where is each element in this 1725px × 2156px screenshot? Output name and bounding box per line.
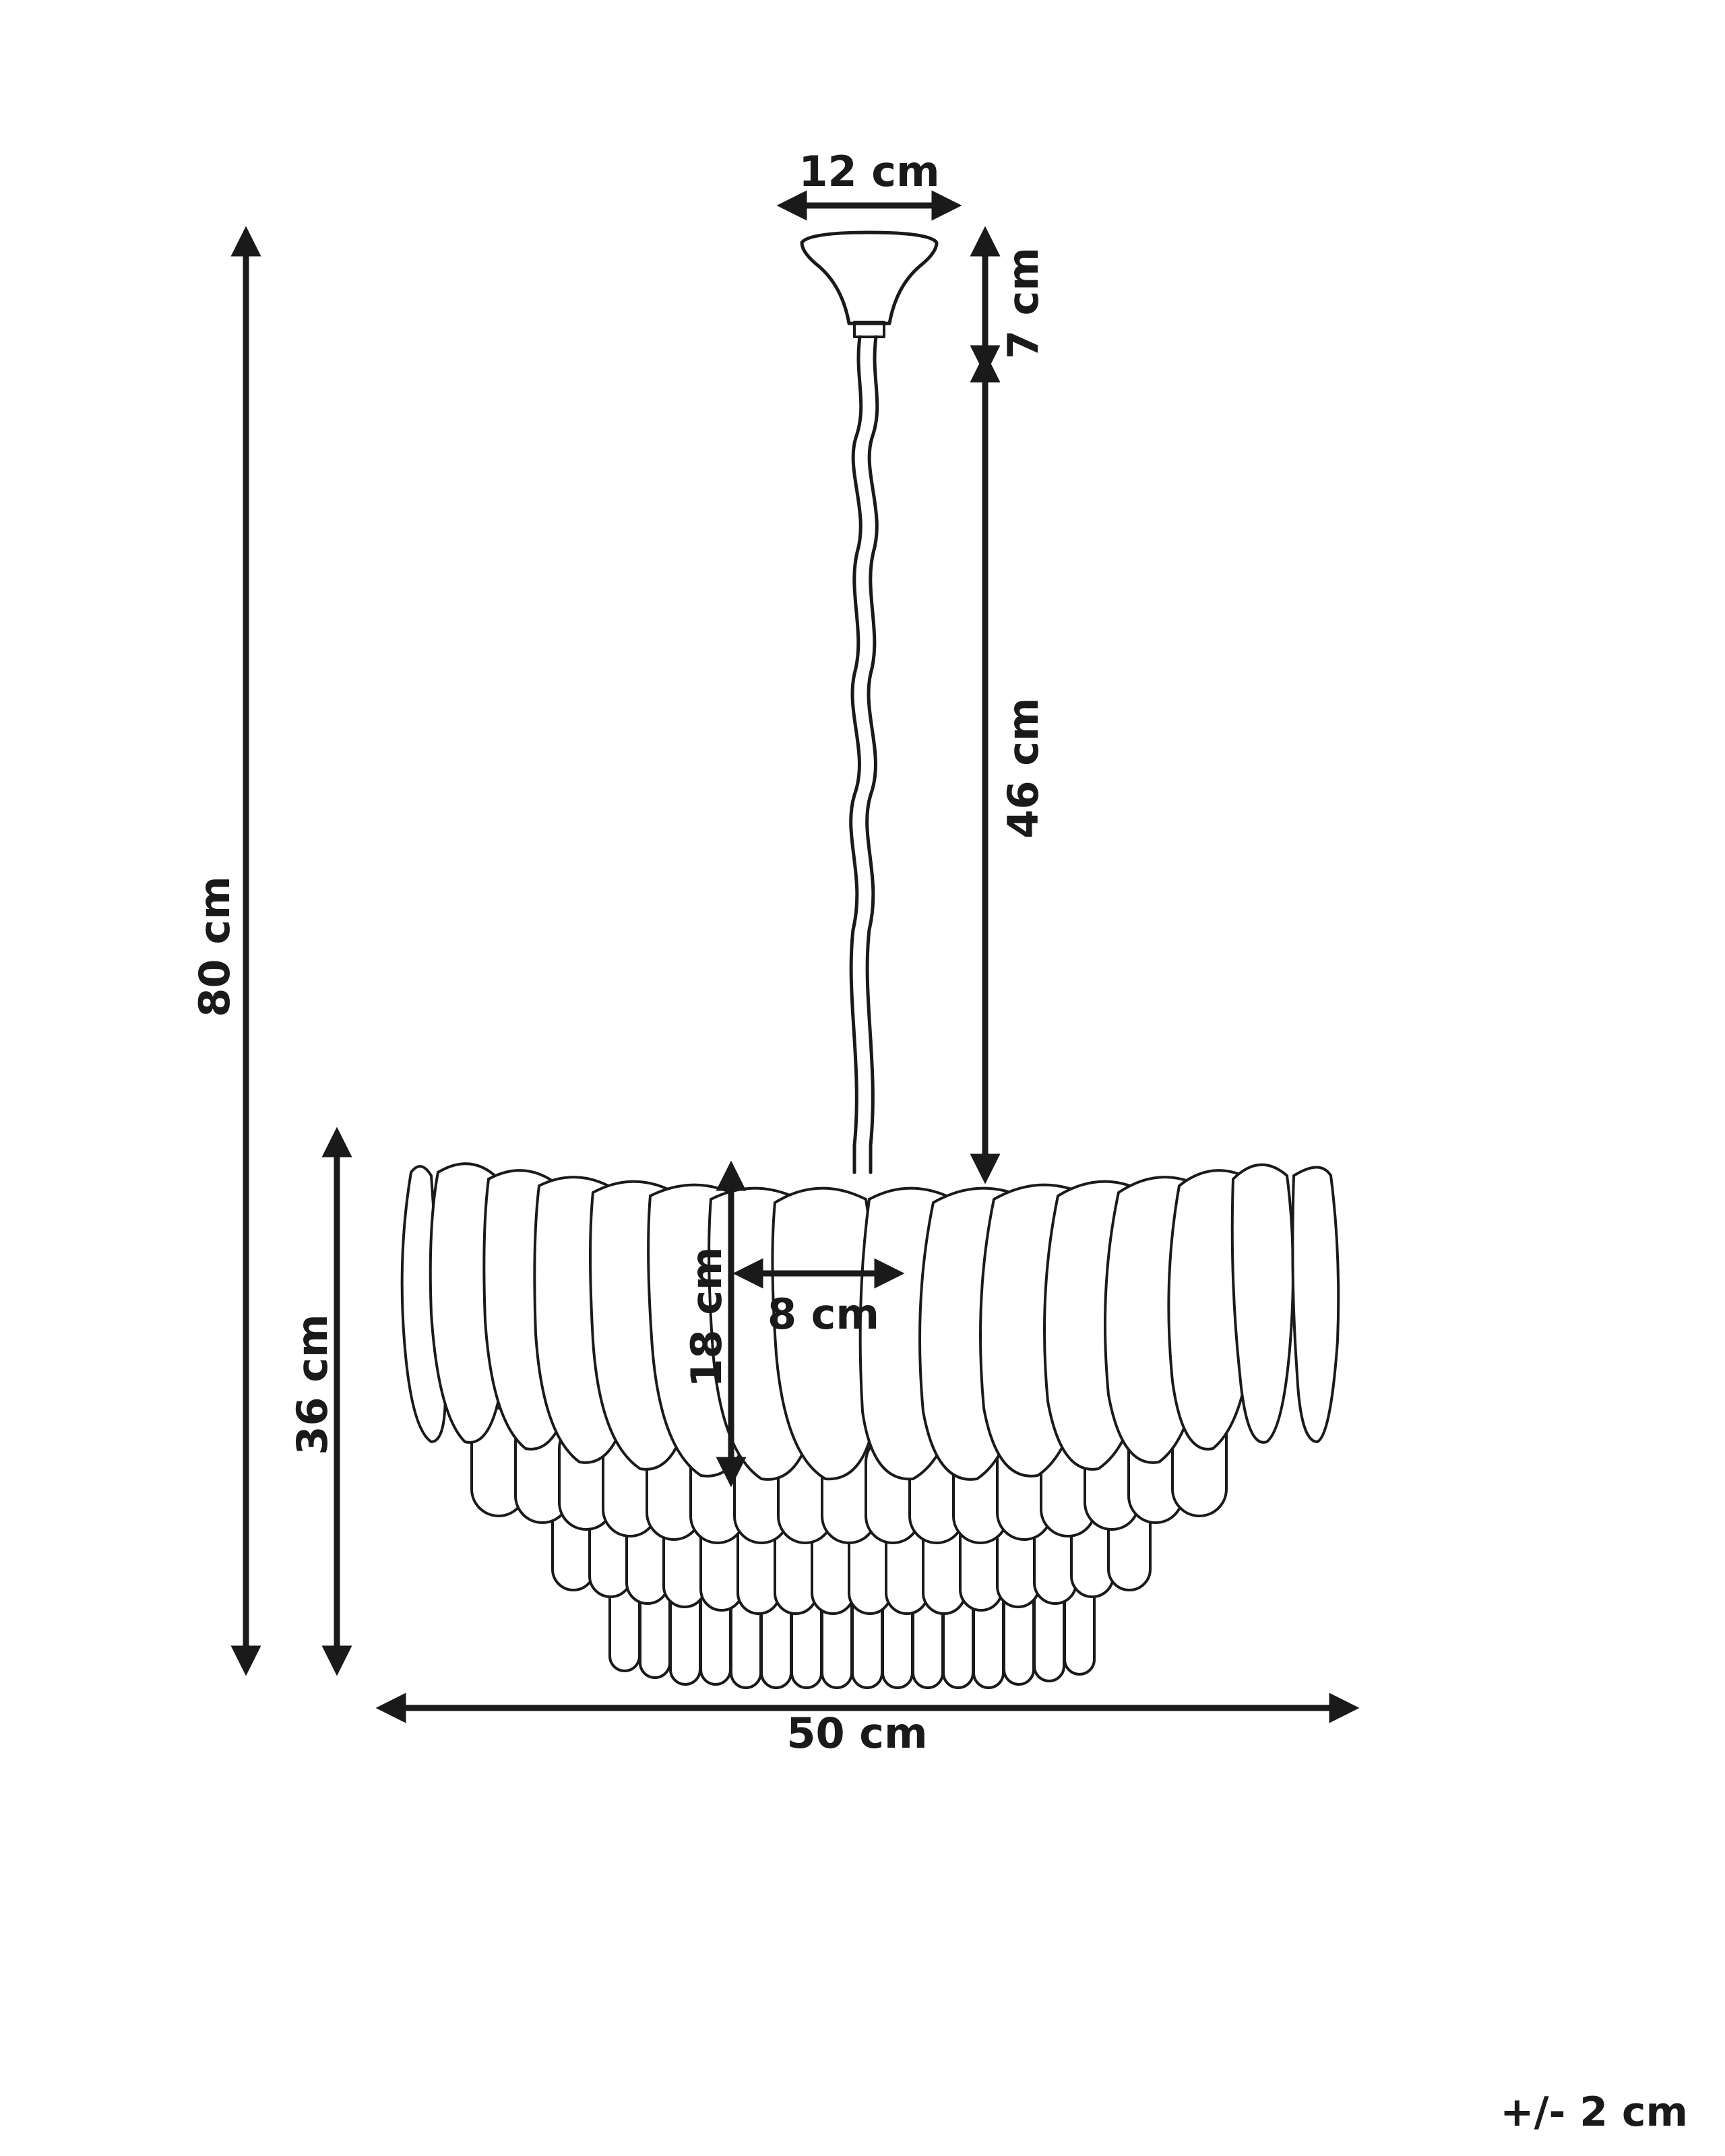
suspension-chain [849,335,863,1147]
lamp-illustration [400,230,1340,1689]
label-shade-height: 36 cm [288,1314,337,1455]
label-total-height: 80 cm [190,876,239,1017]
canopy-collar [853,321,885,338]
label-leaf-height: 18 cm [682,1246,731,1387]
tolerance-note: +/- 2 cm [1500,2089,1688,2136]
label-chain-length: 46 cm [999,697,1048,838]
label-leaf-width: 8 cm [767,1290,879,1339]
label-canopy-height: 7 cm [999,247,1048,359]
ceiling-canopy [800,230,939,325]
label-shade-width: 50 cm [786,1709,927,1758]
label-canopy-width: 12 cm [798,147,939,196]
